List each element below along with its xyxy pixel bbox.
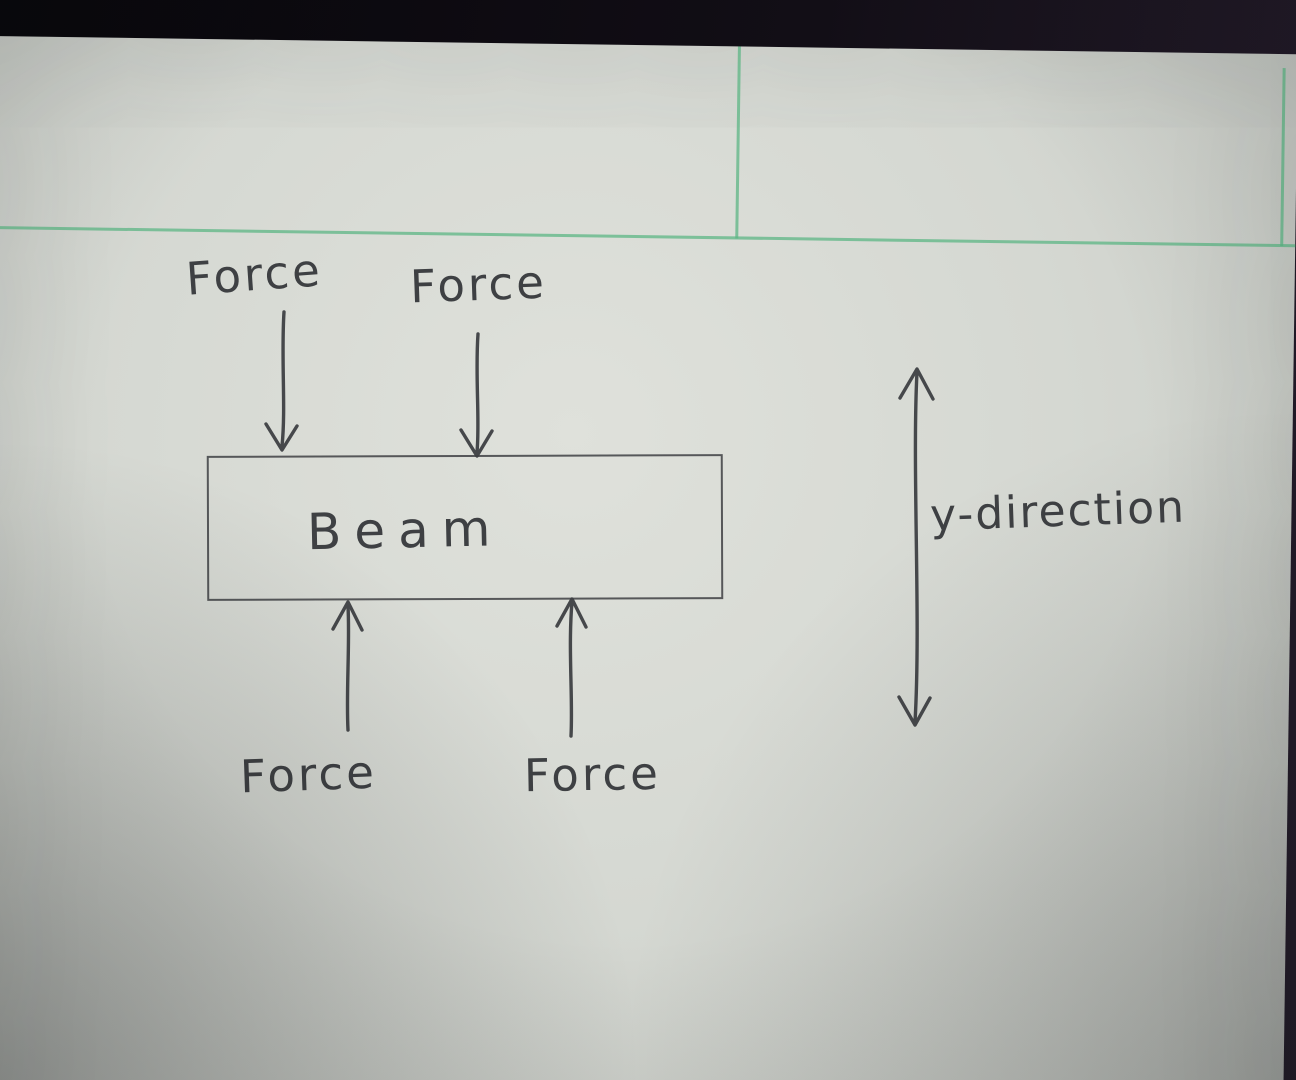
force-label-bottom-left: Force: [239, 745, 378, 804]
beam-rectangle: Beam: [206, 454, 724, 601]
y-direction-label: y-direction: [929, 481, 1187, 542]
beam-label: Beam: [306, 499, 505, 562]
green-rule-horizontal: [0, 225, 1296, 248]
force-label-bottom-right: Force: [523, 746, 662, 803]
force-label-top-right: Force: [409, 255, 548, 314]
green-rule-vertical-right: [1280, 68, 1286, 247]
force-label-top-left: Force: [184, 243, 325, 306]
green-rule-vertical: [735, 46, 741, 239]
